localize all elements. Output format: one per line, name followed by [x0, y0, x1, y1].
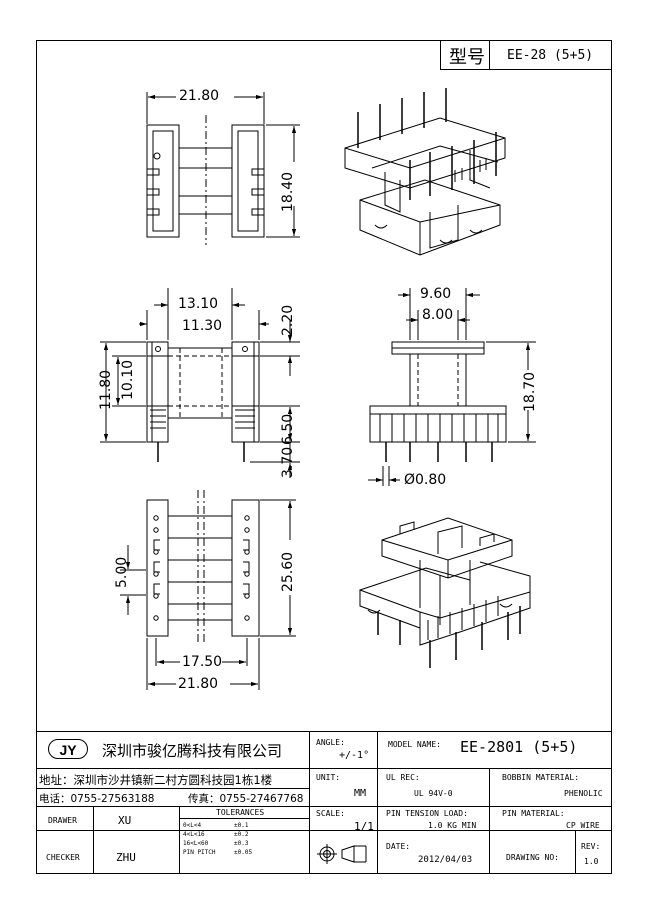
dim-front-width-outer: 9.60 — [420, 286, 452, 302]
angle-label: ANGLE: — [316, 738, 345, 747]
dim-side-width-outer: 13.10 — [178, 296, 219, 312]
bobbin-material-value: PHENOLIC — [564, 789, 603, 798]
tolerances-label: TOLERANCES — [216, 808, 265, 817]
drawer-label: DRAWER — [48, 816, 77, 825]
tol-0-range: 0<L<4 — [183, 822, 202, 829]
pin-tension-value: 1.0 KG MIN — [428, 821, 477, 830]
projection-symbol-icon — [316, 842, 368, 866]
rev-value: 1.0 — [584, 857, 599, 866]
dim-bottom-pitch: 5.00 — [114, 556, 130, 588]
company-name: 深圳市骏亿腾科技有限公司 — [102, 742, 283, 760]
company-logo: JY — [48, 739, 88, 759]
dim-side-width-inner: 11.30 — [182, 318, 223, 334]
rev-label: REV: — [581, 842, 601, 851]
model-name-label: MODEL NAME: — [388, 740, 441, 749]
title-block: JY 深圳市骏亿腾科技有限公司 ANGLE: +/-1° MODEL NAME:… — [36, 731, 612, 874]
tol-3-range: PIN PITCH — [183, 849, 216, 856]
ul-rec-label: UL REC: — [386, 773, 420, 782]
ul-rec-value: UL 94V-0 — [414, 789, 453, 798]
logo-text: JY — [59, 742, 77, 758]
top-view — [146, 92, 300, 245]
model-label: 型号 — [449, 47, 485, 68]
front-view — [368, 288, 536, 486]
tol-2-value: ±0.3 — [234, 840, 249, 847]
dim-side-top: 2.20 — [280, 304, 296, 336]
address: 地址：深圳市沙井镇新二村方圆科技园1栋1楼 — [39, 773, 273, 787]
scale-value: 1/1 — [354, 820, 374, 833]
date-value: 2012/04/03 — [418, 855, 473, 865]
pin-material-value: CP WIRE — [566, 821, 600, 830]
dim-top-height: 18.40 — [280, 171, 296, 212]
drawer-value: XU — [118, 814, 132, 827]
dim-bottom-width-inner: 17.50 — [182, 654, 223, 670]
fax: 传真：0755-27467768 — [188, 793, 304, 805]
bottom-view — [120, 490, 296, 690]
pin-tension-label: PIN TENSION LOAD: — [386, 809, 468, 818]
isometric-view-bottom — [359, 517, 531, 668]
model-value: EE-28 (5+5) — [507, 48, 594, 63]
technical-drawing — [100, 88, 536, 690]
unit-value: MM — [354, 788, 367, 799]
isometric-view-top — [344, 88, 506, 256]
side-view — [100, 288, 300, 478]
date-label: DATE: — [386, 842, 411, 851]
dim-front-width-inner: 8.00 — [422, 307, 454, 323]
dim-side-pin-space: 6.50 — [280, 413, 296, 445]
drawing-no-label: DRAWING NO: — [506, 853, 559, 862]
model-name-value: EE-2801 (5+5) — [460, 738, 578, 756]
angle-value: +/-1° — [339, 750, 370, 761]
dim-top-width: 21.80 — [179, 88, 220, 104]
checker-value: ZHU — [116, 851, 136, 864]
checker-label: CHECKER — [46, 853, 80, 862]
dim-side-height-outer: 11.80 — [98, 369, 114, 410]
model-header: 型号 EE-28 (5+5) — [440, 40, 612, 70]
dim-bottom-height: 25.60 — [280, 551, 296, 592]
tol-1-value: ±0.2 — [234, 831, 249, 838]
tol-2-range: 16<L<60 — [183, 840, 209, 847]
tol-3-value: ±0.05 — [234, 849, 253, 856]
phone: 电话：0755-27563188 — [39, 793, 155, 805]
dim-pin-dia: Ø0.80 — [404, 472, 447, 488]
dim-bottom-width-outer: 21.80 — [178, 676, 219, 692]
dim-front-height: 18.70 — [522, 371, 538, 412]
dim-side-pin-len: 3.70 — [280, 446, 296, 478]
scale-label: SCALE: — [316, 809, 345, 818]
unit-label: UNIT: — [316, 773, 341, 782]
drawing-sheet — [36, 40, 612, 874]
dim-side-height-inner: 10.10 — [120, 359, 136, 400]
tol-0-value: ±0.1 — [234, 822, 249, 829]
tol-1-range: 4<L<16 — [183, 831, 205, 838]
bobbin-material-label: BOBBIN MATERIAL: — [502, 773, 580, 782]
pin-material-label: PIN MATERIAL: — [502, 809, 565, 818]
